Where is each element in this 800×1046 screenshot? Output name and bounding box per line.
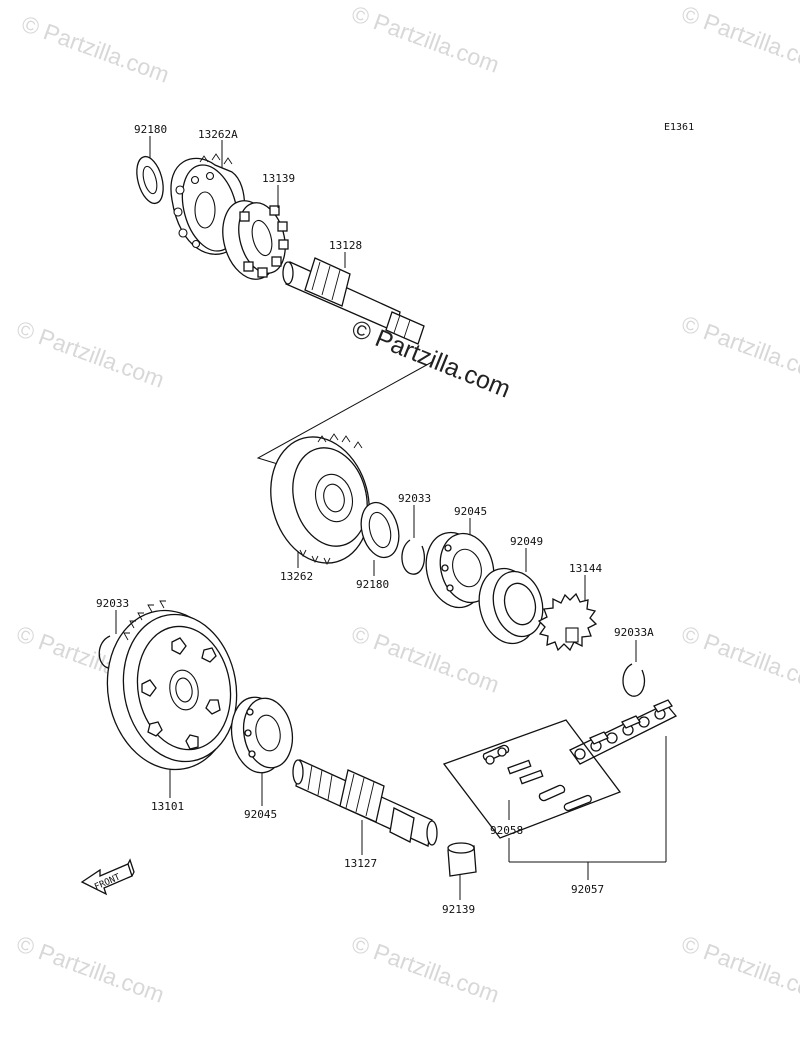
label-92033-left[interactable]: 92033 <box>96 597 129 610</box>
circlip-92033A[interactable] <box>622 663 646 697</box>
label-92058[interactable]: 92058 <box>490 824 523 837</box>
shaft-13128[interactable] <box>282 257 425 345</box>
watermark-bottom-left: © Partzilla.com <box>13 930 168 1007</box>
label-13139[interactable]: 13139 <box>262 172 295 185</box>
label-92049[interactable]: 92049 <box>510 535 543 548</box>
leader-lines <box>115 136 667 900</box>
watermark-top-center: © Partzilla.com <box>348 0 503 77</box>
label-92033A[interactable]: 92033A <box>614 626 654 639</box>
label-13262[interactable]: 13262 <box>280 570 313 583</box>
circlip-92033-mid[interactable] <box>401 539 426 575</box>
label-13101[interactable]: 13101 <box>151 800 184 813</box>
watermark-bottom-right: © Partzilla.com <box>678 930 800 1007</box>
label-92057[interactable]: 92057 <box>571 883 604 896</box>
label-13262A[interactable]: 13262A <box>198 128 238 141</box>
gear-13262[interactable] <box>257 426 383 574</box>
shaft-13127[interactable] <box>292 759 438 847</box>
label-13128[interactable]: 13128 <box>329 239 362 252</box>
label-13144[interactable]: 13144 <box>569 562 602 575</box>
oil-seal-92049[interactable] <box>471 562 550 650</box>
watermark-mid-left: © Partzilla.com <box>13 315 168 392</box>
watermark-top-right: © Partzilla.com <box>678 0 800 77</box>
part-labels: 92180 13262A 13139 13128 92033 92045 920… <box>96 123 654 916</box>
gear-13101[interactable] <box>95 600 248 779</box>
label-92180-mid[interactable]: 92180 <box>356 578 389 591</box>
watermark-low-center: © Partzilla.com <box>348 620 503 697</box>
label-92139[interactable]: 92139 <box>442 903 475 916</box>
label-92045-right[interactable]: 92045 <box>454 505 487 518</box>
label-92045-left[interactable]: 92045 <box>244 808 277 821</box>
washer-92180-top[interactable] <box>132 154 168 207</box>
sprocket-13144[interactable] <box>537 592 598 652</box>
chain-92057[interactable] <box>569 699 678 765</box>
label-92180-top[interactable]: 92180 <box>134 123 167 136</box>
watermark-top-left: © Partzilla.com <box>18 10 173 87</box>
washer-92180-mid[interactable] <box>355 498 404 561</box>
watermark-mid-right: © Partzilla.com <box>678 310 800 387</box>
bearing-92045-left[interactable] <box>226 693 298 777</box>
bearing-13139[interactable] <box>215 195 293 286</box>
front-arrow-icon: FRONT <box>80 858 135 896</box>
watermark-center: © Partzilla.com <box>348 315 515 404</box>
label-13127[interactable]: 13127 <box>344 857 377 870</box>
collar-92139[interactable] <box>447 842 477 877</box>
master-link-92058[interactable] <box>442 719 622 839</box>
bearing-92045-right[interactable] <box>418 526 501 614</box>
diagram-code: E1361 <box>664 122 694 133</box>
label-92033-mid[interactable]: 92033 <box>398 492 431 505</box>
watermark-bottom-center: © Partzilla.com <box>348 930 503 1007</box>
watermark-low-right: © Partzilla.com <box>678 620 800 697</box>
